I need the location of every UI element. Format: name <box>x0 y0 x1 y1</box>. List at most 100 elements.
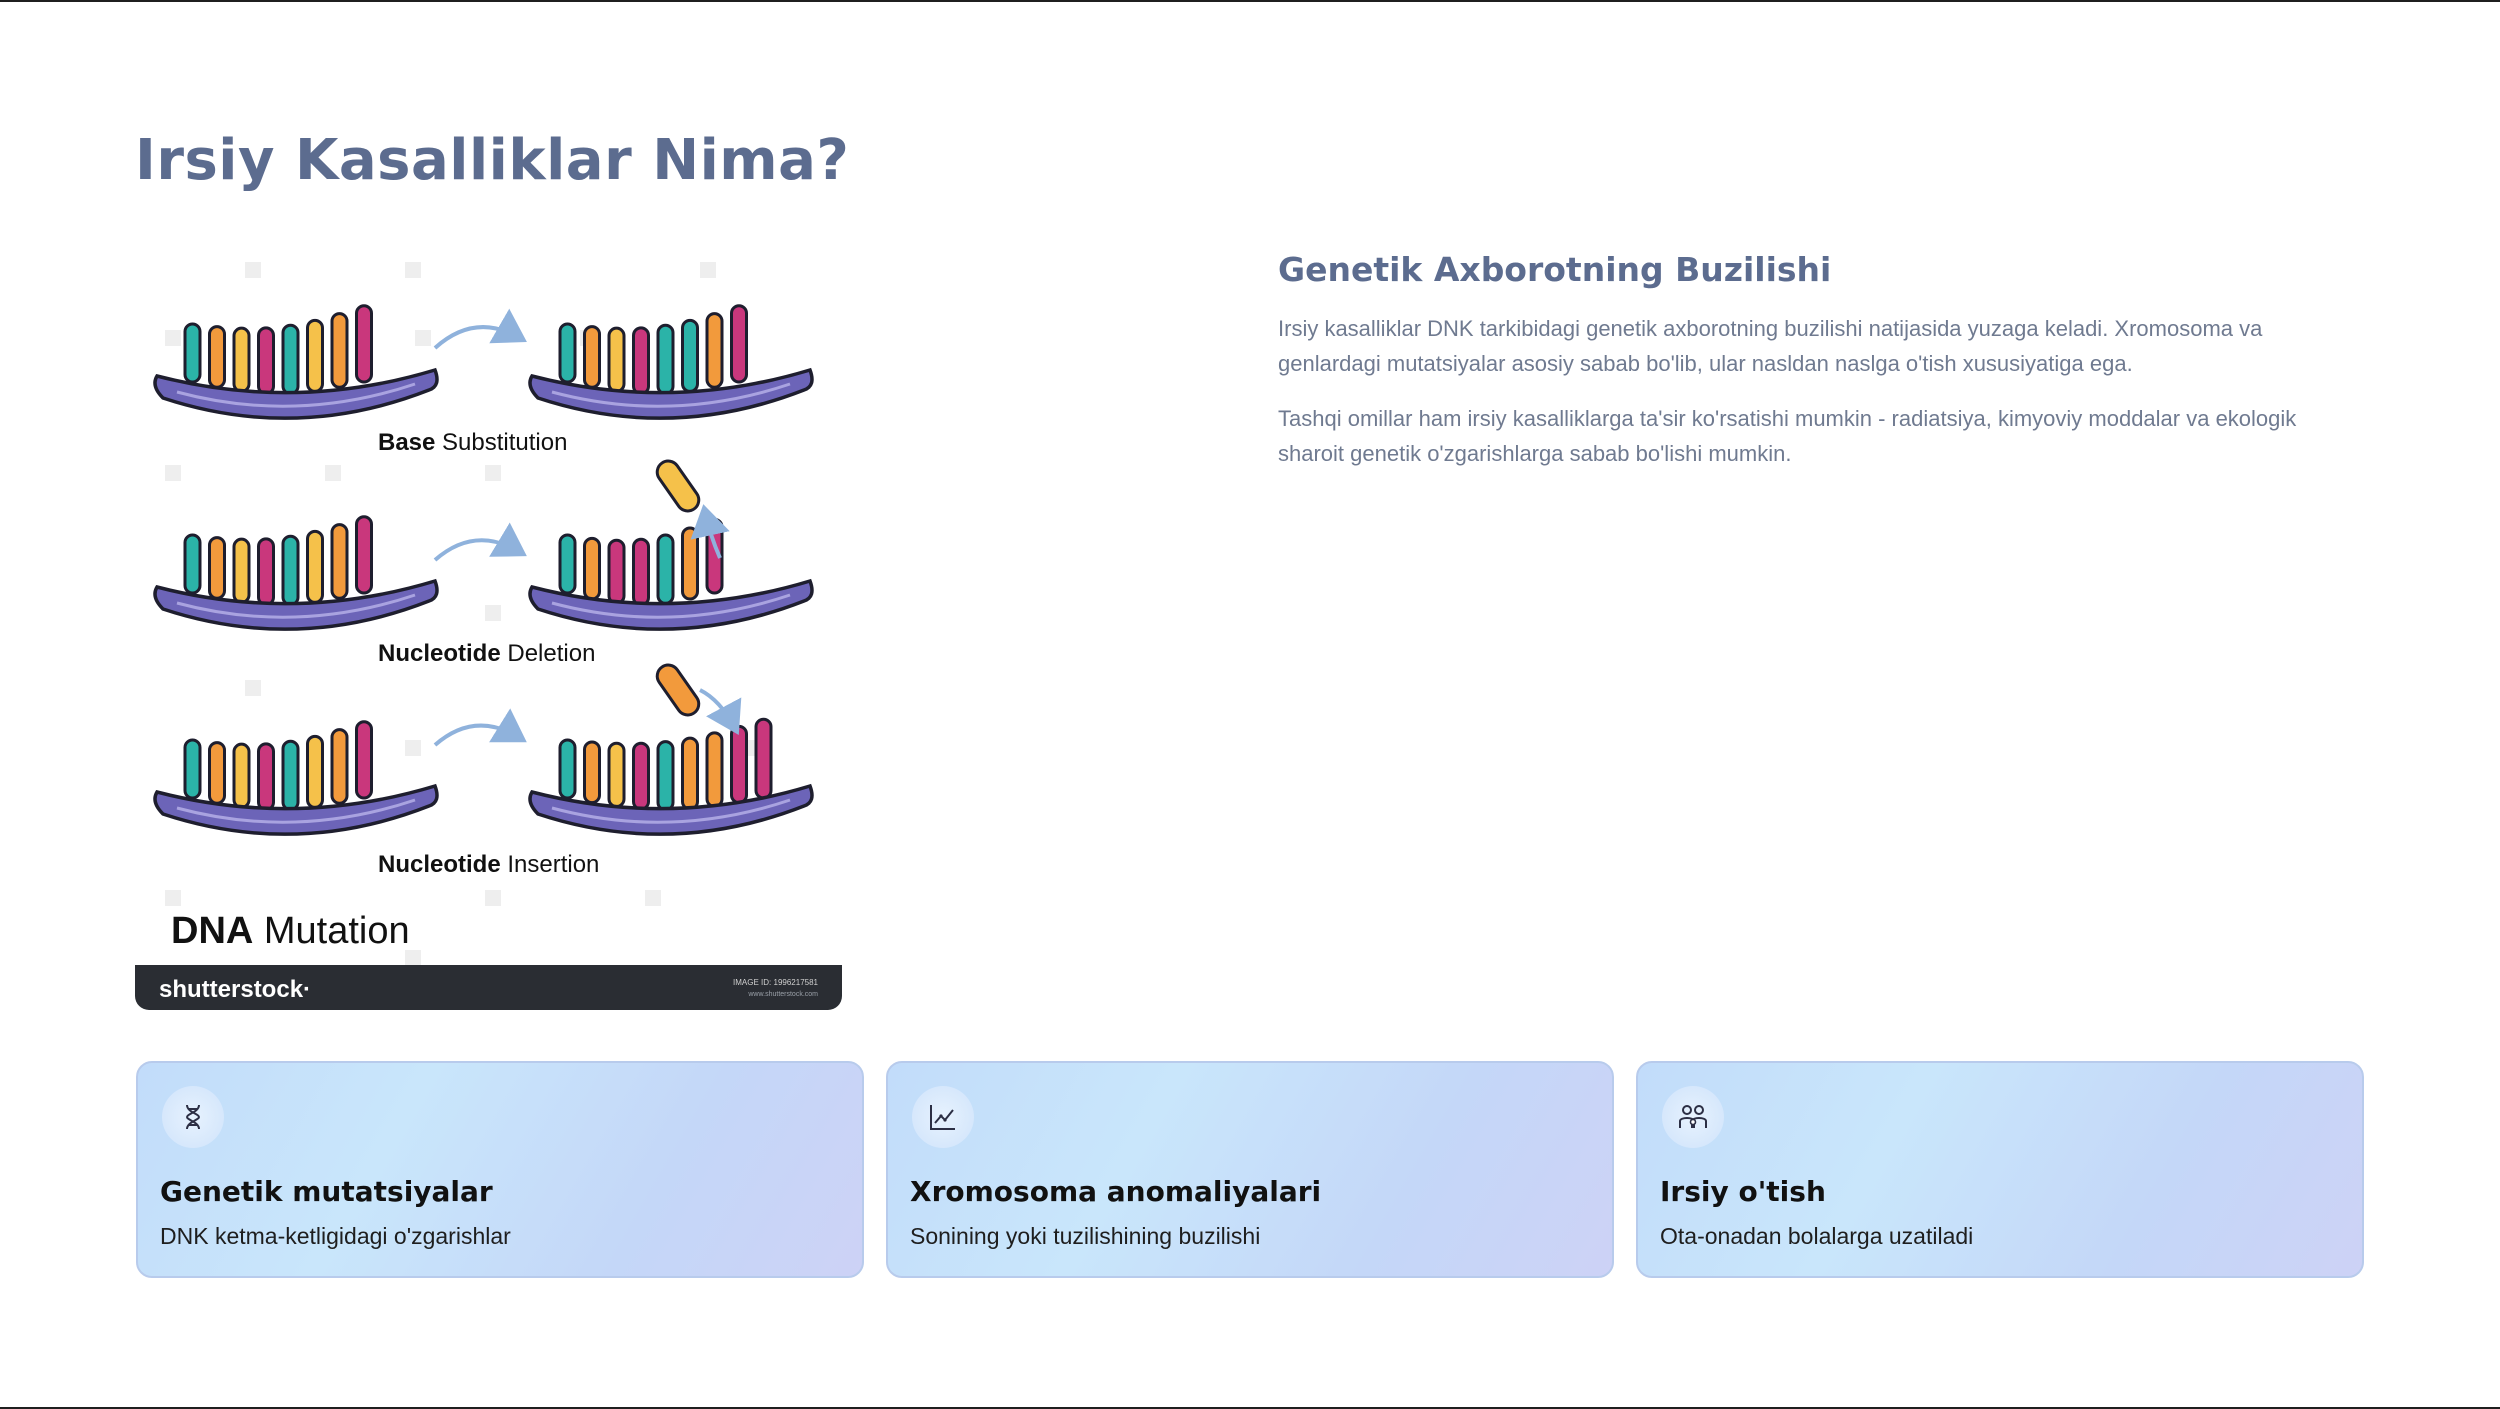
arrow-inserted-base <box>699 688 742 736</box>
arrow-3 <box>433 708 527 747</box>
dna-backbone <box>528 367 814 420</box>
dna-backbone <box>153 367 439 420</box>
family-icon <box>1662 1086 1724 1148</box>
content-column: Genetik Axborotning Buzilishi Irsiy kasa… <box>1278 250 2368 491</box>
nucleotide-base <box>330 728 349 805</box>
nucleotide-base <box>583 740 601 805</box>
arrow-removed-base <box>690 504 730 559</box>
nucleotide-base <box>607 538 626 605</box>
card-title: Xromosoma anomaliyalari <box>910 1175 1322 1208</box>
nucleotide-base <box>730 724 748 805</box>
nucleotide-base <box>681 526 699 601</box>
watermark-mark <box>405 262 421 278</box>
arrow-2 <box>433 522 527 562</box>
nucleotide-base <box>281 739 300 812</box>
nucleotide-base <box>656 533 675 605</box>
nucleotide-base <box>208 325 226 389</box>
nucleotide-base <box>558 738 577 800</box>
nucleotide-base <box>583 325 601 389</box>
nucleotide-base <box>558 322 577 384</box>
watermark-mark <box>485 465 501 481</box>
nucleotide-base <box>306 529 324 604</box>
label-dna-mutation: DNA Mutation <box>171 910 410 952</box>
nucleotide-base <box>232 326 251 393</box>
nucleotide-base <box>583 536 601 601</box>
watermark-mark <box>645 890 661 906</box>
floating-base-inserted <box>655 663 701 717</box>
line-chart-icon <box>912 1086 974 1148</box>
dna-strand <box>153 515 439 631</box>
card-description: DNK ketma-ketligidagi o'zgarishlar <box>160 1223 511 1249</box>
nucleotide-base <box>257 742 275 812</box>
dna-strand <box>528 717 814 836</box>
nucleotide-base <box>681 736 699 811</box>
section-heading: Genetik Axborotning Buzilishi <box>1278 250 1832 289</box>
nucleotide-base <box>730 304 748 384</box>
nucleotide-base <box>355 304 373 384</box>
nucleotide-base <box>306 318 324 393</box>
stock-brand: shutterstock· <box>159 976 311 1003</box>
dna-strand <box>528 517 814 631</box>
watermark-mark <box>165 465 181 481</box>
nucleotide-base <box>183 322 202 384</box>
nucleotide-base <box>208 536 226 600</box>
nucleotide-base <box>257 537 275 607</box>
paragraph-2: Tashqi omillar ham irsiy kasalliklarga t… <box>1278 406 2297 466</box>
dna-mutation-illustration: Base Substitution Nucleotide Deletion Nu… <box>135 250 842 1010</box>
stock-image-url: www.shutterstock.com <box>747 991 818 998</box>
dna-icon <box>162 1086 224 1148</box>
card-title: Genetik mutatsiyalar <box>160 1175 493 1208</box>
nucleotide-base <box>632 326 650 396</box>
nucleotide-base <box>681 318 699 393</box>
nucleotide-base <box>705 731 724 808</box>
nucleotide-base <box>656 740 675 812</box>
nucleotide-base <box>558 533 577 595</box>
watermark-mark <box>245 262 261 278</box>
watermark-mark <box>245 680 261 696</box>
nucleotide-base <box>281 534 300 607</box>
dna-strand <box>153 304 439 420</box>
nucleotide-base <box>232 537 251 604</box>
dna-strand <box>528 304 814 420</box>
nucleotide-base <box>183 738 202 800</box>
nucleotide-base <box>183 533 202 595</box>
dna-strand <box>153 720 439 836</box>
dna-backbone <box>153 578 439 631</box>
card-genetic-mutations[interactable]: Genetik mutatsiyalar DNK ketma-ketligida… <box>136 1061 864 1278</box>
nucleotide-base <box>208 741 226 805</box>
stock-footer-bar <box>135 965 842 1010</box>
nucleotide-base <box>632 741 650 811</box>
label-nucleotide-deletion: Nucleotide Deletion <box>378 640 595 667</box>
nucleotide-base <box>656 323 675 396</box>
stock-image-id: IMAGE ID: 1996217581 <box>733 978 818 987</box>
floating-base-deleted <box>655 459 701 513</box>
dna-backbone <box>153 783 439 836</box>
card-title: Irsiy o'tish <box>1660 1175 1826 1208</box>
nucleotide-base <box>330 312 349 389</box>
nucleotide-base <box>281 323 300 396</box>
card-hereditary-transmission[interactable]: Irsiy o'tish Ota-onadan bolalarga uzatil… <box>1636 1061 2364 1278</box>
top-border <box>0 0 2500 2</box>
watermark-mark <box>405 950 421 966</box>
nucleotide-base <box>257 326 275 396</box>
watermark-mark <box>405 740 421 756</box>
watermark-mark <box>165 890 181 906</box>
nucleotide-base <box>754 717 773 800</box>
label-base-substitution: Base Substitution <box>378 429 567 456</box>
page-title: Irsiy Kasalliklar Nima? <box>135 128 850 193</box>
watermark-mark <box>415 330 431 346</box>
watermark-mark <box>165 330 181 346</box>
watermark-mark <box>485 890 501 906</box>
dna-backbone <box>528 783 814 836</box>
nucleotide-base <box>607 326 626 393</box>
card-description: Ota-onadan bolalarga uzatiladi <box>1660 1223 1974 1249</box>
bottom-border <box>0 1407 2500 1409</box>
nucleotide-base <box>355 720 373 800</box>
nucleotide-base <box>306 734 324 809</box>
nucleotide-base <box>607 741 626 808</box>
nucleotide-base <box>232 742 251 809</box>
watermark-mark <box>700 262 716 278</box>
nucleotide-base <box>330 523 349 600</box>
card-chromosome-anomalies[interactable]: Xromosoma anomaliyalari Sonining yoki tu… <box>886 1061 1614 1278</box>
nucleotide-base <box>632 537 650 607</box>
